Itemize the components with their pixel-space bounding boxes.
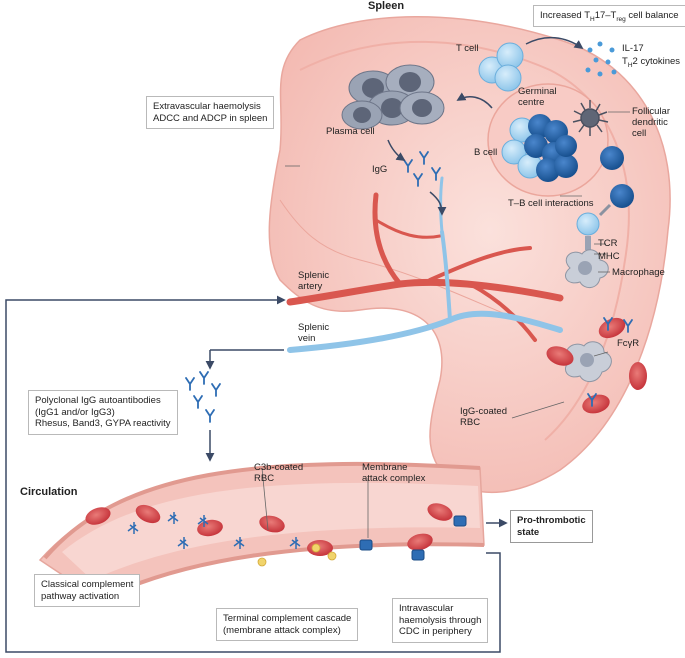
label-membrane-attack-complex: Membrane attack complex <box>362 462 426 484</box>
plasma-cell-cluster <box>341 64 445 130</box>
label-t-cell: T cell <box>456 43 479 54</box>
splenic-artery <box>286 192 564 342</box>
box-th17-balance: Increased TH17–Treg cell balance <box>533 5 685 27</box>
label-macrophage: Macrophage <box>612 267 665 278</box>
label-mhc: MHC <box>598 251 620 262</box>
box-polyclonal-igg: Polyclonal IgG autoantibodies (IgG1 and/… <box>28 390 178 435</box>
label-th2-cytokines: TH2 cytokines <box>622 56 681 69</box>
spleen-hilum <box>279 199 521 321</box>
label-splenic-vein: Splenic vein <box>298 322 330 344</box>
t-cell-cluster <box>478 42 524 92</box>
c3b-dots <box>257 543 337 567</box>
spleen-rbcs <box>546 317 647 414</box>
complement-marks <box>127 512 301 549</box>
label-b-cell: B cell <box>474 147 498 158</box>
mac-complexes <box>359 515 467 561</box>
box-prothrombotic: Pro-thrombotic state <box>510 510 593 543</box>
label-circulation: Circulation <box>20 486 78 498</box>
label-il17: IL-17 <box>622 43 644 54</box>
label-igg: IgG <box>372 164 388 175</box>
box-extravascular: Extravascular haemolysis ADCC and ADCP i… <box>146 96 275 129</box>
box-terminal-complement: Terminal complement cascade (membrane at… <box>216 608 359 641</box>
label-tb-interactions: T–B cell interactions <box>508 198 594 209</box>
label-igg-coated-rbc: IgG-coated RBC <box>460 406 507 428</box>
flow-arrows <box>5 36 584 653</box>
label-tcr: TCR <box>598 238 618 249</box>
follicular-dendritic-cell <box>572 100 609 136</box>
box-intravascular-haemolysis: Intravascular haemolysis through CDC in … <box>392 598 489 643</box>
tb-interaction <box>576 184 634 250</box>
leader-lines <box>261 111 630 538</box>
label-spleen: Spleen <box>368 0 405 12</box>
label-plasma-cell: Plasma cell <box>326 126 375 137</box>
label-splenic-artery: Splenic artery <box>298 270 330 292</box>
label-c3b-coated-rbc: C3b-coated RBC <box>254 462 304 484</box>
box-classical-complement: Classical complement pathway activation <box>34 574 141 607</box>
igg-antibodies <box>185 151 633 423</box>
b-cell-lone <box>600 146 624 170</box>
vessel-rbcs <box>85 503 453 556</box>
b-cell-cluster <box>501 114 578 182</box>
label-fcyr: FcγR <box>617 338 640 349</box>
macrophage <box>565 249 612 382</box>
cytokine-dots <box>585 41 617 77</box>
label-germinal-centre: Germinal centre <box>518 86 557 108</box>
label-follicular-dendritic-cell: Follicular dendritic cell <box>632 106 671 139</box>
